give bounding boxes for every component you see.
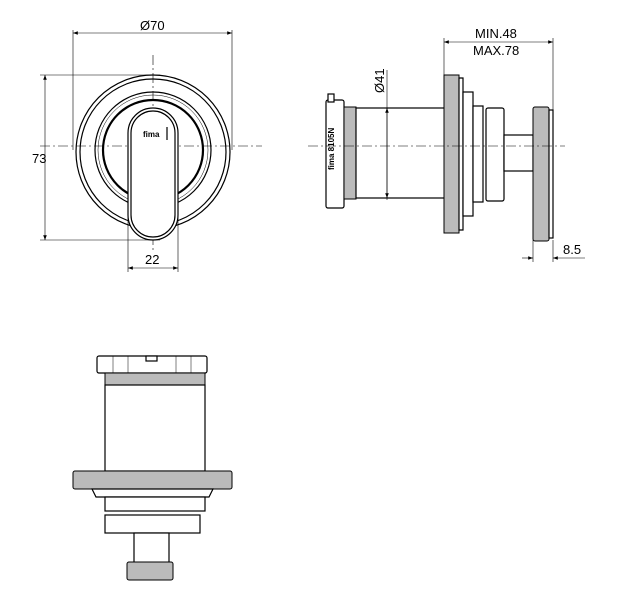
dim-diameter-plate: Ø70 (140, 18, 165, 33)
handle (127, 107, 179, 241)
brand-logo: fima (143, 130, 160, 139)
dim-depth-max: MAX.78 (473, 43, 519, 58)
dim-knob-depth: 8.5 (563, 242, 581, 257)
dim-handle-width: 22 (145, 252, 159, 267)
dim-depth-min: MIN.48 (475, 26, 517, 41)
bottom-view (72, 355, 233, 581)
dim-diameter-body: Ø41 (372, 68, 387, 93)
side-logo: fima 8105N (327, 128, 336, 170)
front-view: fima Ø70 73 22 (32, 18, 262, 272)
dim-height-plate: 73 (32, 151, 46, 166)
side-view: fima 8105N Ø41 MIN.48 MAX.78 8.5 (308, 26, 585, 262)
